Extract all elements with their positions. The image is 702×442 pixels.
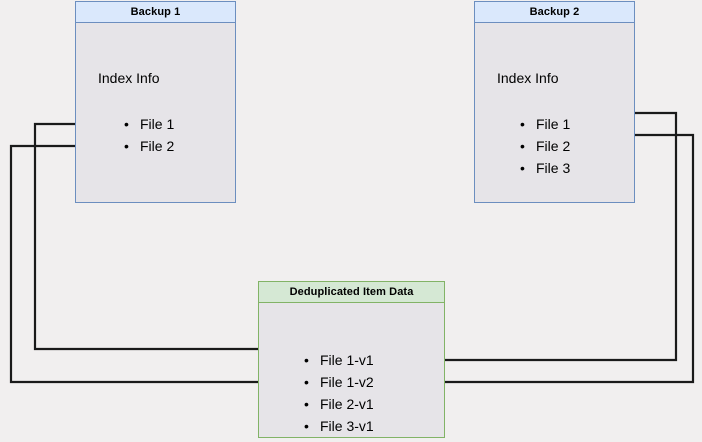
- list-item: File 1: [520, 113, 570, 135]
- backup-2-box[interactable]: Backup 2 Index Info File 1 File 2 File 3: [474, 1, 635, 203]
- backup-1-file-list: File 1 File 2: [124, 113, 174, 157]
- list-item: File 1-v1: [304, 349, 374, 371]
- connector-backup2-file1-to-dedup-file1v2: [397, 111, 678, 364]
- connector-backup2-file2-to-dedup-file2v1: [397, 133, 695, 386]
- deduplicated-item-data-box[interactable]: Deduplicated Item Data File 1-v1 File 1-…: [258, 281, 445, 438]
- backup-2-file-list: File 1 File 2 File 3: [520, 113, 570, 179]
- list-item: File 2: [520, 135, 570, 157]
- list-item: File 2: [124, 135, 174, 157]
- list-item: File 3-v1: [304, 415, 374, 437]
- list-item: File 1-v2: [304, 371, 374, 393]
- backup-1-box[interactable]: Backup 1 Index Info File 1 File 2: [75, 1, 236, 203]
- list-item: File 3: [520, 157, 570, 179]
- backup-1-body: Index Info File 1 File 2: [76, 23, 235, 202]
- list-item: File 2-v1: [304, 393, 374, 415]
- connector-backup1-file2-to-dedup-file2v1: [9, 144, 298, 386]
- deduplicated-item-data-title: Deduplicated Item Data: [259, 282, 444, 303]
- list-item: File 1: [124, 113, 174, 135]
- backup-1-index-label: Index Info: [98, 70, 160, 86]
- deduplicated-file-list: File 1-v1 File 1-v2 File 2-v1 File 3-v1: [304, 349, 374, 437]
- backup-2-index-label: Index Info: [497, 70, 559, 86]
- backup-2-title: Backup 2: [475, 2, 634, 23]
- backup-2-body: Index Info File 1 File 2 File 3: [475, 23, 634, 202]
- deduplicated-item-data-body: File 1-v1 File 1-v2 File 2-v1 File 3-v1: [259, 303, 444, 437]
- backup-1-title: Backup 1: [76, 2, 235, 23]
